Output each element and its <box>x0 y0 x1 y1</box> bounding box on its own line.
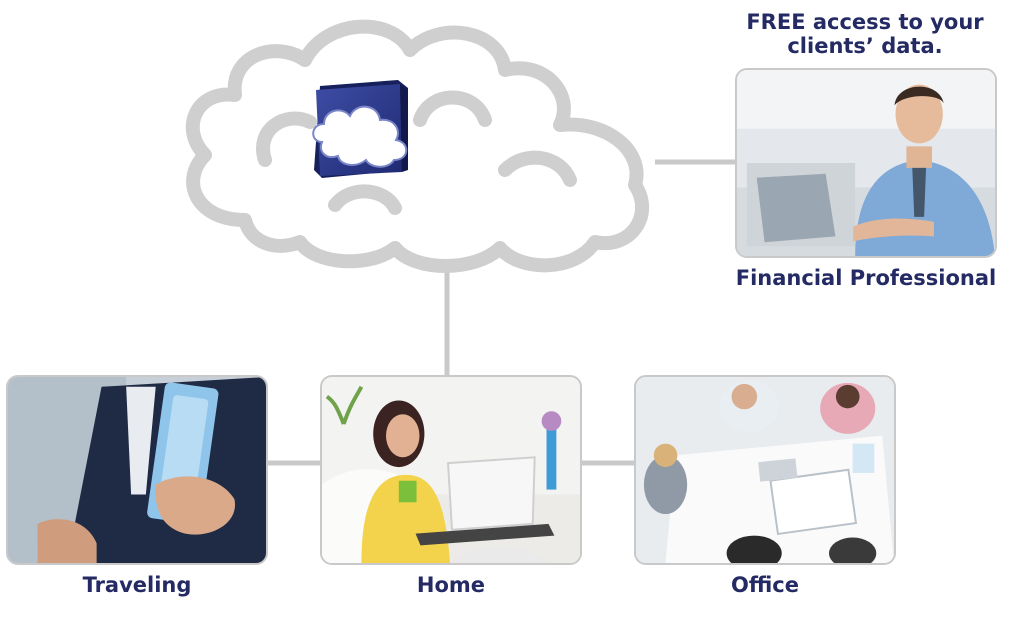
traveling-label: Traveling <box>82 573 192 597</box>
cloud-app-logo-icon <box>312 80 410 178</box>
financial-professional-photo <box>735 68 997 258</box>
office-label: Office <box>731 573 799 597</box>
cloud-outline-icon <box>175 10 675 280</box>
headline: FREE access to your clients’ data. <box>730 10 1000 58</box>
traveling-photo <box>6 375 268 565</box>
financial-professional-label: Financial Professional <box>735 266 997 290</box>
home-photo <box>320 375 582 565</box>
office-photo <box>634 375 896 565</box>
headline-line-2: clients’ data. <box>787 34 943 58</box>
headline-line-1: FREE access to your <box>746 10 984 34</box>
home-label: Home <box>416 573 486 597</box>
